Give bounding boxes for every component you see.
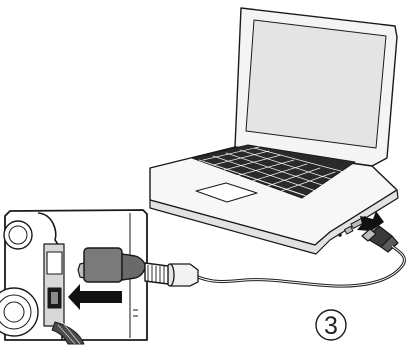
camera-av-port bbox=[46, 251, 63, 275]
laptop-touchpad bbox=[195, 182, 258, 203]
arrow-camera-insert bbox=[68, 284, 122, 310]
camera-usb-plug bbox=[77, 247, 169, 285]
closeup-frame bbox=[4, 209, 148, 341]
laptop-usb-plug bbox=[361, 225, 399, 253]
usb-cable-icon bbox=[195, 244, 406, 288]
step-number-badge: 3 bbox=[315, 309, 347, 341]
step-number: 3 bbox=[324, 312, 338, 340]
camera-port-closeup-icon bbox=[0, 209, 148, 345]
laptop-screen bbox=[245, 19, 387, 149]
keyboard-keys bbox=[198, 146, 349, 199]
laptop-base-edge bbox=[149, 189, 399, 255]
laptop-icon bbox=[149, 7, 399, 255]
ferrite-core bbox=[165, 263, 199, 287]
laptop-keyboard bbox=[191, 144, 356, 199]
arrow-laptop-insert bbox=[357, 211, 384, 231]
